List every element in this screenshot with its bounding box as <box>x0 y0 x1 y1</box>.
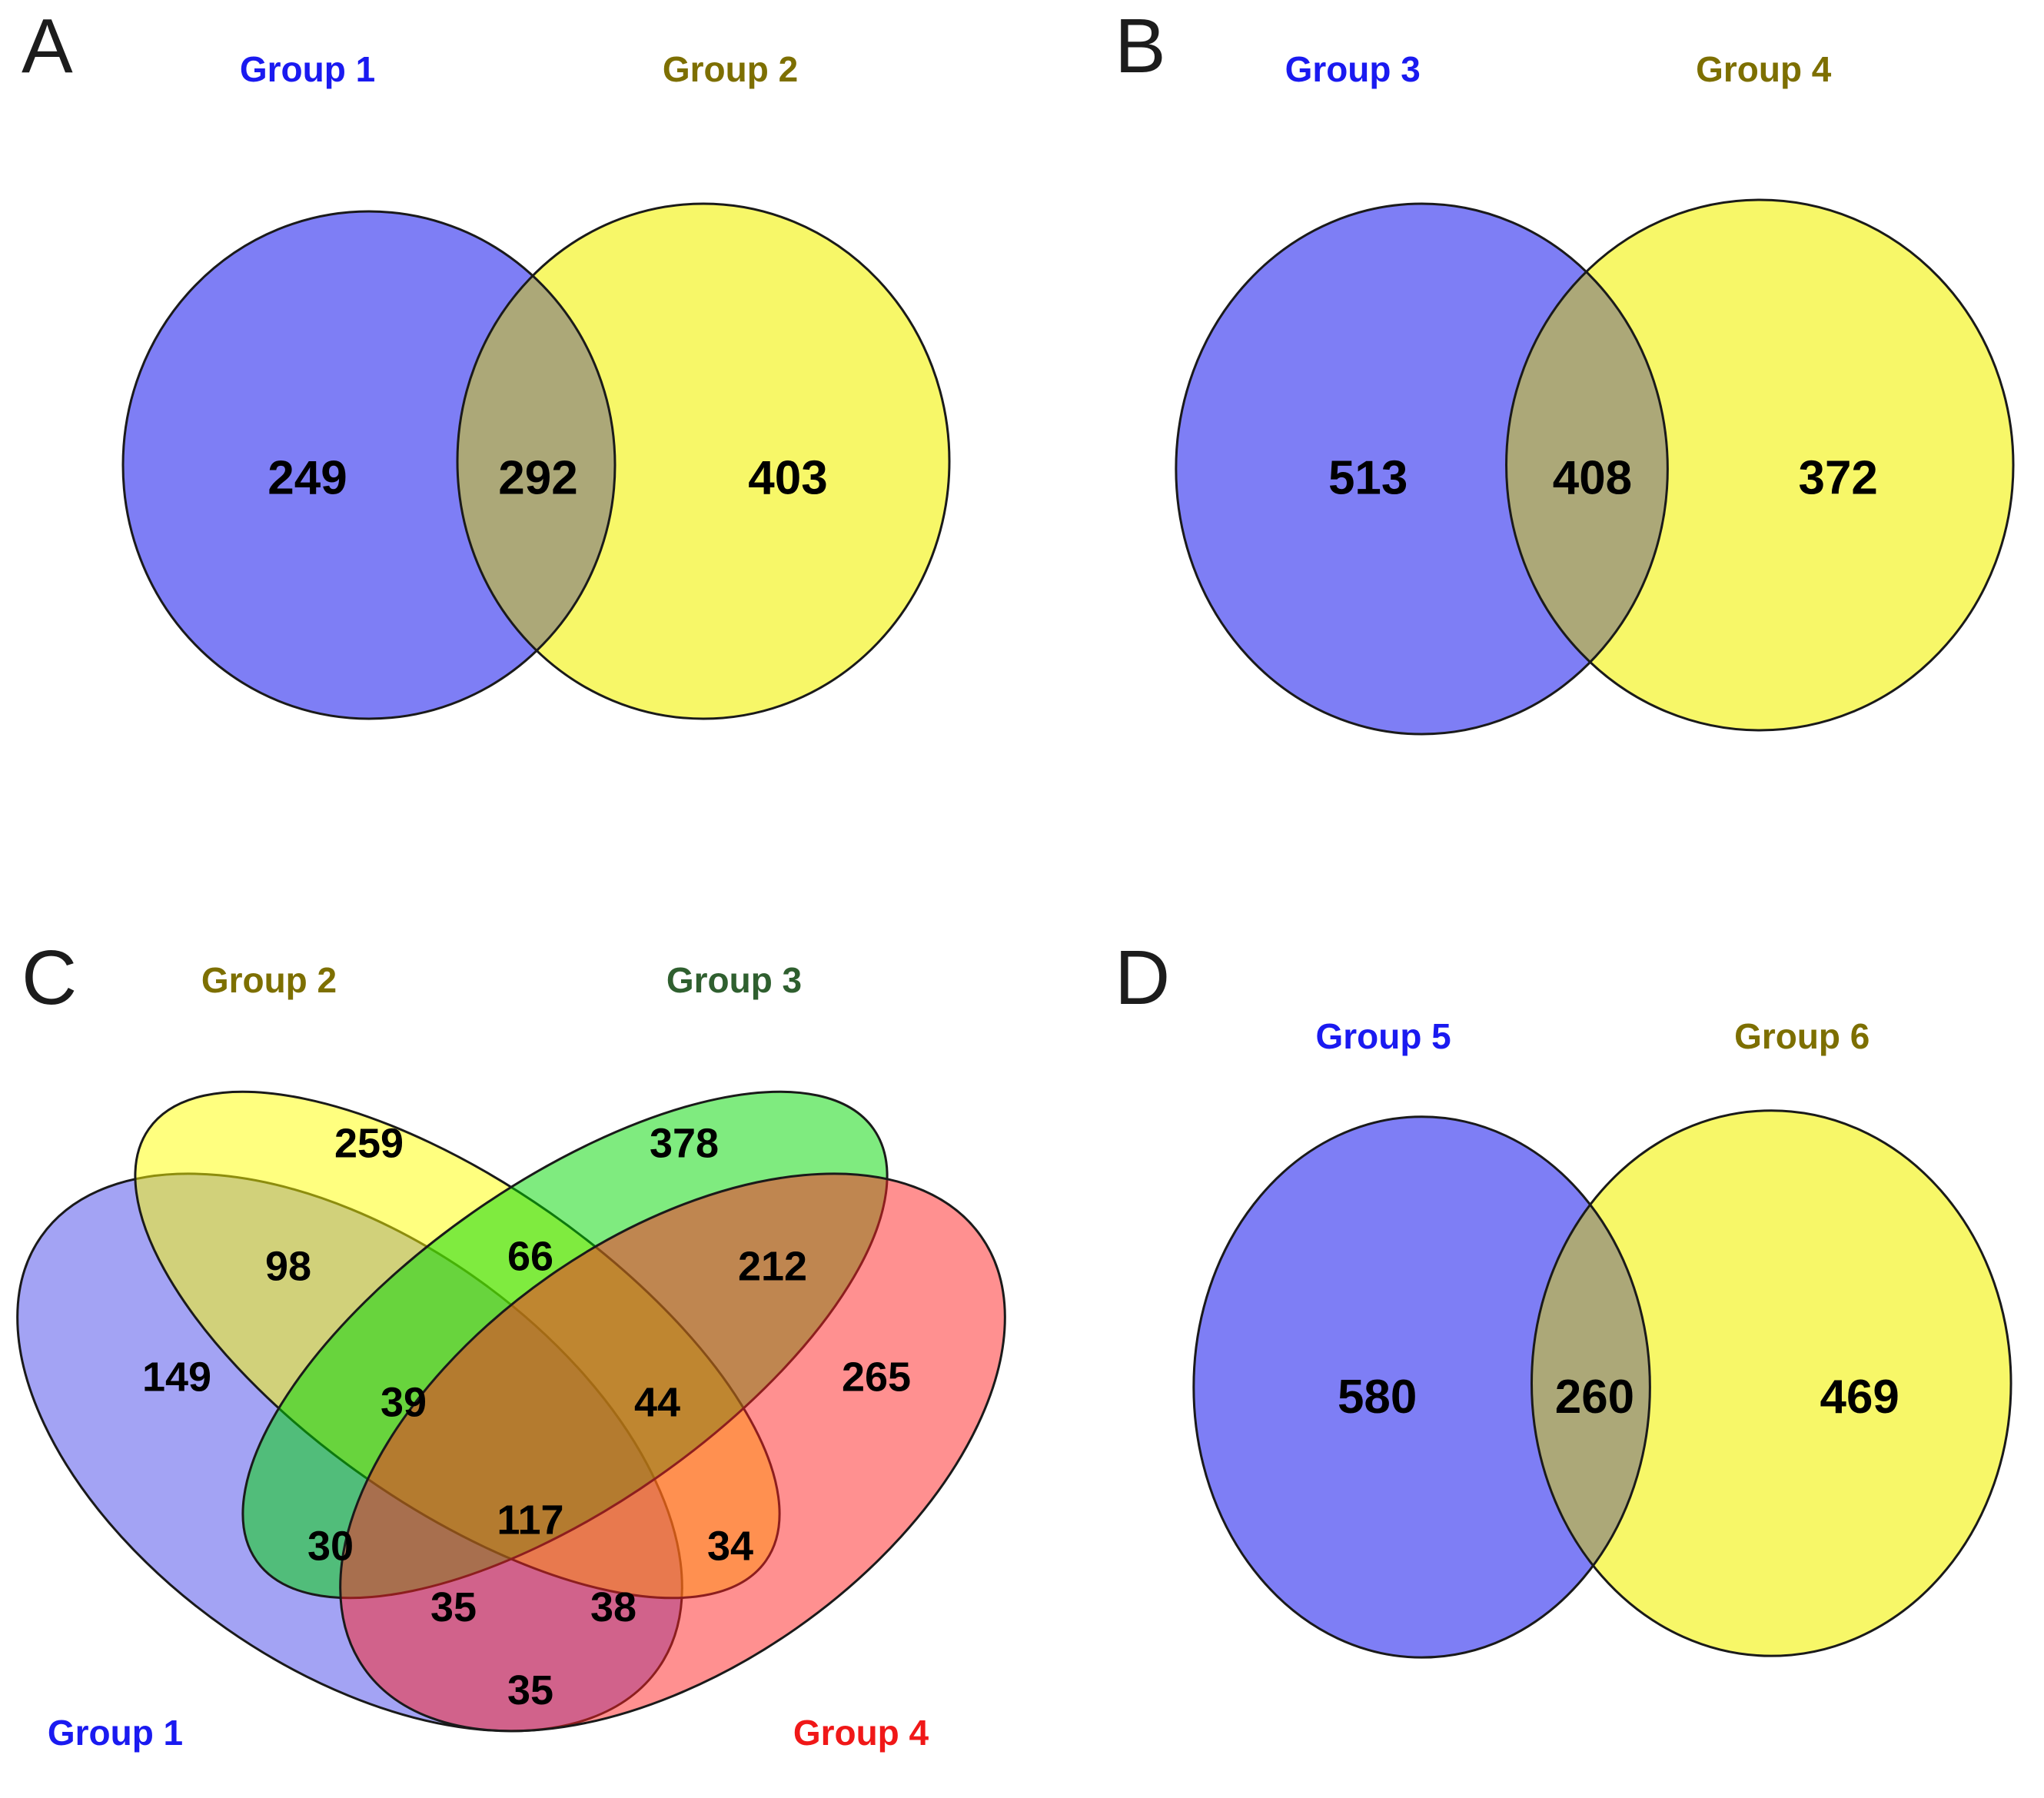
panel-d: D Group 5 Group 6 580 260 469 <box>1022 899 2044 1798</box>
venn-d-left-label: Group 5 <box>1316 1016 1451 1056</box>
panel-d-letter: D <box>1115 935 1171 1021</box>
venn-b-right-outline <box>1505 198 2015 732</box>
venn-a-right-label: Group 2 <box>663 49 798 89</box>
venn-a-left-count: 249 <box>268 452 347 505</box>
panel-b: B Group 3 Group 4 513 408 372 <box>1022 0 2044 899</box>
venn-c-count-g1g3g4: 35 <box>430 1584 477 1630</box>
venn-c-count-g1-only: 149 <box>142 1354 211 1400</box>
venn-c-group4-ellipse <box>339 1172 1006 1733</box>
venn-c-count-g1g2g3g4: 117 <box>497 1497 563 1543</box>
venn-c-count-g2g3: 66 <box>507 1234 553 1280</box>
venn-b-right-label: Group 4 <box>1696 49 1832 89</box>
panel-c-letter: C <box>22 935 78 1021</box>
venn-a-right-count: 403 <box>748 452 827 505</box>
venn-c-count-g1g2: 98 <box>265 1244 311 1290</box>
venn-a-diagram: Group 1 Group 2 249 292 403 <box>121 49 951 720</box>
venn-c-group1-label: Group 1 <box>48 1713 183 1753</box>
venn-b-left-count: 513 <box>1328 451 1408 504</box>
venn-c-group4-label: Group 4 <box>793 1713 929 1753</box>
venn-c-count-g2g4: 34 <box>707 1523 753 1569</box>
venn-c-count-g3g4: 212 <box>738 1244 807 1290</box>
venn-d-right-outline <box>1531 1109 2012 1657</box>
venn-c-count-g2g3g4: 44 <box>634 1379 680 1425</box>
venn-b-left-label: Group 3 <box>1285 49 1421 89</box>
venn-b-left-outline <box>1175 202 1669 736</box>
venn-c-count-g1g2g3: 39 <box>381 1379 427 1425</box>
venn-d-left-outline <box>1192 1115 1651 1659</box>
venn-a-overlap-count: 292 <box>498 452 577 505</box>
venn-c-count-g2-only: 259 <box>334 1121 404 1167</box>
venn-d-right-label: Group 6 <box>1734 1016 1870 1056</box>
venn-a-left-label: Group 1 <box>240 49 375 89</box>
venn-b-right-count: 372 <box>1799 451 1878 504</box>
venn-d-right-count: 469 <box>1820 1371 1899 1424</box>
panel-a: A Group 1 Group 2 249 292 403 <box>0 0 1022 899</box>
venn-c-count-g1g4: 35 <box>507 1667 553 1713</box>
venn-a-right-outline <box>456 202 951 720</box>
venn-c-group2-label: Group 2 <box>201 960 337 1000</box>
venn-c-count-g4-only: 265 <box>842 1354 911 1400</box>
venn-d-left-circle <box>1193 1116 1650 1658</box>
venn-d-right-circle <box>1531 1110 2012 1657</box>
venn-d-overlap-count: 260 <box>1555 1371 1634 1424</box>
venn-d-left-count: 580 <box>1338 1371 1417 1424</box>
venn-c-count-g1g2g4: 38 <box>590 1584 636 1630</box>
venn-c-count-g1g3: 30 <box>307 1523 354 1569</box>
panel-a-letter: A <box>22 3 73 89</box>
panel-b-letter: B <box>1115 3 1166 89</box>
venn-c-group3-label: Group 3 <box>666 960 802 1000</box>
venn-c-diagram: Group 2 Group 3 Group 1 Group 4 259 378 … <box>16 960 1006 1753</box>
venn-b-overlap-count: 408 <box>1553 451 1632 504</box>
venn-a-left-outline <box>121 210 617 720</box>
venn-d-diagram: Group 5 Group 6 580 260 469 <box>1192 1016 2012 1659</box>
venn-c-count-g3-only: 378 <box>650 1121 719 1167</box>
venn-b-diagram: Group 3 Group 4 513 408 372 <box>1175 49 2015 736</box>
panel-c: C Group 2 Group 3 Group 1 Group 4 259 37… <box>0 899 1022 1798</box>
